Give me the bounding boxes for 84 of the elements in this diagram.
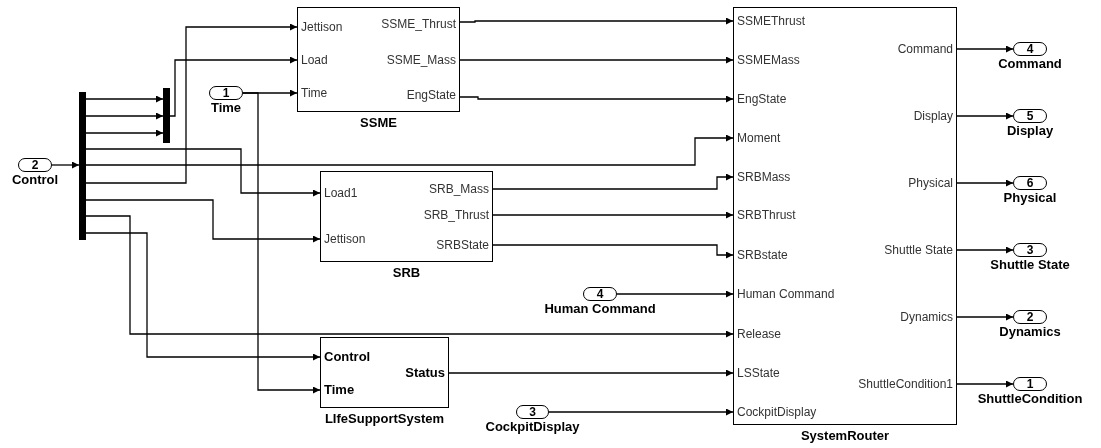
signal-arrow [169, 56, 298, 117]
port-number: 4 [596, 288, 604, 300]
port-label: Shuttle State [884, 242, 953, 257]
signal-arrow [85, 232, 321, 361]
signal-arrow [459, 17, 734, 25]
port-number: 1 [1026, 378, 1034, 390]
port-name: Time [210, 100, 242, 115]
signal-arrow [85, 148, 321, 197]
port-label: SSME_Thrust [381, 16, 456, 31]
port-label: Time [324, 382, 355, 397]
port-label: SRBMass [737, 169, 791, 184]
port-label: Dynamics [900, 309, 953, 324]
port-name: Command [998, 56, 1062, 71]
block-name: SSME [360, 115, 397, 130]
signal-arrow [242, 92, 321, 394]
port-label: Human Command [737, 286, 835, 301]
block-name: LIfeSupportSystem [324, 411, 445, 426]
port-label: SRB_Mass [428, 181, 489, 196]
port-label: CockpitDisplay [737, 404, 817, 419]
port-label: EngState [737, 91, 787, 106]
signal-arrow [492, 244, 734, 259]
port-label: Control [324, 349, 371, 364]
signal-arrow [616, 290, 734, 298]
port-number: 2 [31, 159, 39, 171]
port-label: Jettison [324, 231, 366, 246]
signal-arrow [85, 215, 734, 338]
port-number: 4 [1026, 43, 1034, 55]
port-label: SRB_Thrust [423, 207, 489, 222]
port-label: SRBstate [737, 247, 788, 262]
port-name: Human Command [544, 301, 656, 316]
port-name: Display [1006, 123, 1054, 138]
block-name: SRB [392, 265, 421, 280]
signal-arrow [956, 112, 1014, 120]
port-name: Shuttle State [990, 257, 1070, 272]
signal-arrow [85, 112, 164, 120]
block-name: SystemRouter [800, 428, 890, 443]
signal-arrow [956, 45, 1014, 53]
port-number: 3 [529, 406, 536, 418]
port-label: Moment [737, 130, 781, 145]
port-number: 6 [1026, 177, 1034, 189]
port-number: 3 [1026, 244, 1034, 256]
port-label: LSState [737, 365, 780, 380]
port-label: EngState [406, 87, 456, 102]
port-label: SSMEThrust [737, 13, 805, 28]
port-number: 5 [1026, 110, 1034, 122]
port-label: Jettison [301, 19, 343, 34]
port-label: Load1 [324, 185, 358, 200]
port-label: Status [405, 365, 445, 380]
bus-bar [163, 88, 170, 143]
port-name: Control [11, 172, 59, 187]
port-label: Release [737, 326, 782, 341]
bus-bar [79, 92, 86, 240]
port-name: Physical [1003, 190, 1057, 205]
port-label: Time [301, 85, 328, 100]
port-name: ShuttleCondition [977, 391, 1083, 406]
signal-arrow [448, 369, 734, 377]
signal-arrow [85, 134, 734, 166]
port-number: 1 [222, 87, 230, 99]
signal-arrow [85, 95, 164, 103]
port-label: SRBState [436, 237, 489, 252]
port-label: Command [897, 41, 953, 56]
signal-arrow [459, 95, 734, 103]
signal-arrow [492, 173, 734, 190]
signal-arrow [956, 380, 1014, 388]
signal-arrow [51, 161, 80, 169]
signal-arrow [85, 199, 321, 243]
port-label: Display [913, 108, 953, 123]
port-label: SSMEMass [737, 52, 800, 67]
port-name: Dynamics [999, 324, 1061, 339]
signal-arrow [956, 313, 1014, 321]
port-label: Load [301, 52, 328, 67]
port-label: SRBThrust [737, 207, 796, 222]
signal-arrow [85, 129, 164, 137]
port-label: Physical [908, 175, 953, 190]
signal-arrow [956, 179, 1014, 187]
port-label: ShuttleCondition1 [858, 376, 953, 391]
port-number: 2 [1026, 311, 1034, 323]
signal-arrow [956, 246, 1014, 254]
port-label: SSME_Mass [386, 52, 456, 67]
signal-arrow [492, 211, 734, 219]
signal-arrow [85, 23, 298, 184]
signal-arrow [459, 56, 734, 64]
port-name: CockpitDisplay [485, 419, 580, 434]
signal-arrow [548, 408, 734, 416]
